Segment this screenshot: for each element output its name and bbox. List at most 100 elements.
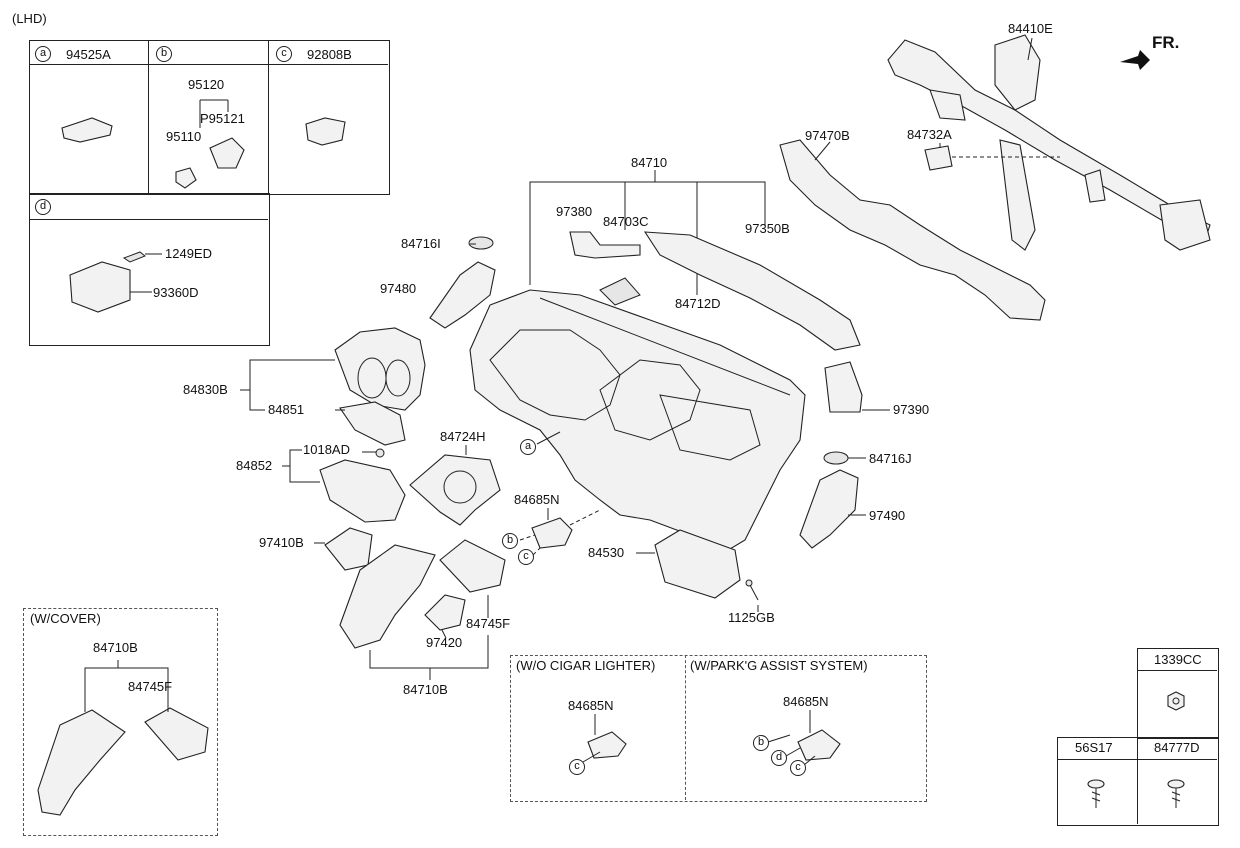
part-94525A: 94525A [66,47,111,62]
cover-box-title: (W/COVER) [30,611,101,626]
part-84724H: 84724H [440,429,486,444]
part-93360D: 93360D [153,285,199,300]
legend-divider [268,40,269,193]
crash-pad-84710 [469,289,806,556]
callout-a: a [520,439,536,455]
variants-divider [685,655,686,800]
park-assist-callout-b: b [753,735,769,751]
defroster-97350B [643,231,861,351]
bracket-97380 [569,231,641,259]
variant-label: (LHD) [12,11,47,26]
pad-84703C [599,277,641,306]
shroud-84852 [319,459,406,523]
part-84712D: 84712D [675,296,721,311]
bolt-1249ED [122,251,146,263]
fastener-table [1057,737,1219,826]
duct-97390 [824,361,863,413]
part-84410E: 84410E [1008,21,1053,36]
connector-94525A [61,117,113,143]
legend-circle-d: d [35,199,51,215]
park-assist-callout-d: d [771,750,787,766]
cover-console [144,707,209,761]
fastener-cell-top [1137,648,1219,739]
part-P95121: P95121 [200,111,245,126]
screw-56S17-icon [1087,779,1105,808]
cover-variant-box [23,608,218,836]
legend-circle-b: b [156,46,172,62]
switch-93360D [69,261,131,313]
ring-84716I [468,236,494,250]
bolt-1125GB [749,584,759,601]
part-84732A: 84732A [907,127,952,142]
part-84703C: 84703C [603,214,649,229]
park-assist-title: (W/PARK'G ASSIST SYSTEM) [690,658,868,673]
park-assist-callout-c: c [790,760,806,776]
part-1249ED: 1249ED [165,246,212,261]
vent-97420 [424,594,466,631]
part-84851: 84851 [268,402,305,417]
screw-1018AD [375,448,385,458]
bezel-84724H [409,454,501,526]
part-97410B: 97410B [259,535,304,550]
airbag-84530 [654,529,741,599]
part-95120: 95120 [188,77,225,92]
duct-97470B [779,139,1046,321]
legend-table [29,40,390,195]
switch-panel-no-cigar [587,731,627,759]
part-97380: 97380 [556,204,593,219]
part-97390: 97390 [893,402,930,417]
fastener-divider [1137,737,1138,824]
part-84530: 84530 [588,545,625,560]
part-84745F: 84745F [466,616,511,631]
legend-header-row [29,193,268,220]
part-84710: 84710 [631,155,668,170]
legend-table-d [29,193,270,346]
no-cigar-title: (W/O CIGAR LIGHTER) [516,658,656,673]
part-84685N: 84685N [514,492,560,507]
vent-97490 [799,469,859,549]
fastener-56S17: 56S17 [1075,740,1113,755]
part-97480: 97480 [380,281,417,296]
screw-84777D-icon [1167,779,1185,808]
fastener-84777D: 84777D [1154,740,1200,755]
cluster-hood-84830B [334,327,426,411]
no-cigar-callout-c: c [569,759,585,775]
cover-lower-panel [37,709,126,816]
legend-circle-a: a [35,46,51,62]
legend-circle-c: c [276,46,292,62]
vent-97410B [324,527,373,571]
variants-box [510,655,927,802]
part-97490: 97490 [869,508,906,523]
nut-1339CC-icon [1167,691,1185,711]
lower-panel-84710B [339,544,436,649]
part-92808B: 92808B [307,47,352,62]
part-97350B: 97350B [745,221,790,236]
ring-84716J [823,451,849,465]
park-assist-part: 84685N [783,694,829,709]
socket-P95121 [209,137,245,169]
switch-panel-park-assist [797,729,841,761]
callout-c: c [518,549,534,565]
no-cigar-part: 84685N [568,698,614,713]
part-95110: 95110 [166,129,202,144]
bracket-84732A [924,145,953,171]
vent-97480 [429,261,496,329]
part-1125GB: 1125GB [728,610,775,625]
fastener-header [1137,648,1217,671]
callout-b: b [502,533,518,549]
part-84710B: 84710B [403,682,448,697]
cover-84851 [339,401,406,446]
console-84745F [439,539,506,593]
part-97420: 97420 [426,635,463,650]
fastener-1339CC: 1339CC [1154,652,1202,667]
part-97470B: 97470B [805,128,850,143]
part-84716I: 84716I [401,236,441,251]
front-direction-label: FR. [1152,33,1180,52]
socket-95110 [175,167,197,189]
crossmember-84410E [887,34,1211,251]
part-84852: 84852 [236,458,273,473]
part-84716J: 84716J [869,451,912,466]
legend-header-row [29,40,388,65]
switch-panel-84685N [531,517,573,549]
